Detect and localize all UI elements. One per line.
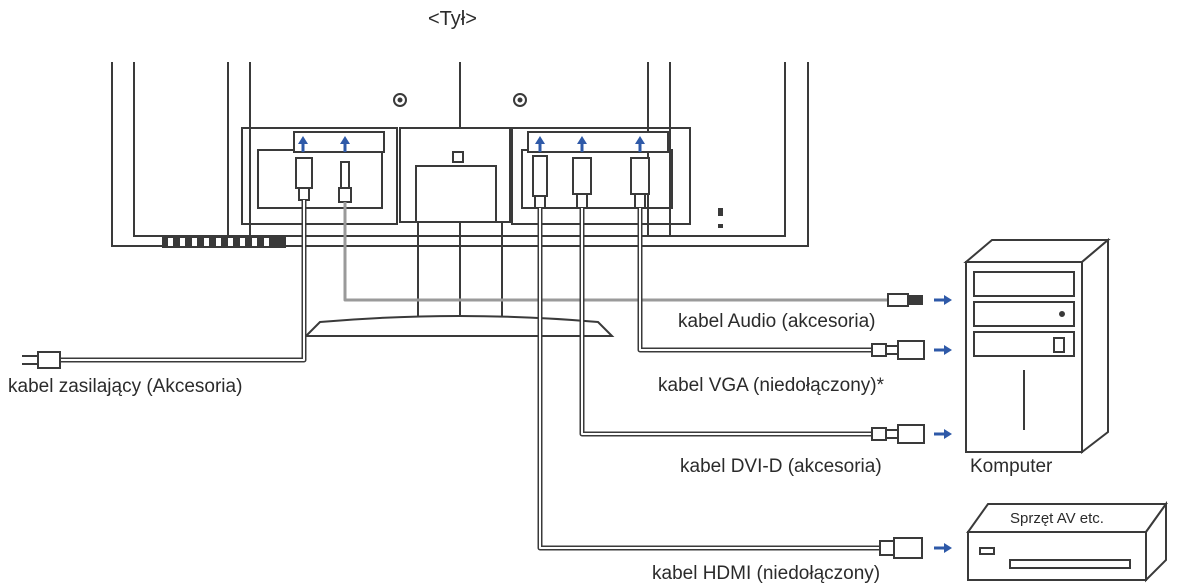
vga-cable-label: kabel VGA (niedołączony)* [658,375,885,396]
diagram-title: <Tył> [428,8,477,30]
av-device-label: Sprzęt AV etc. [1010,510,1104,527]
screw-left [393,93,407,107]
hdmi-cable-label: kabel HDMI (niedołączony) [652,563,881,584]
dvi-cable-plug [871,424,925,444]
dvi-plug [572,157,592,209]
stand [303,127,615,337]
connector-panel-right [511,127,691,225]
audio-cable-plug [887,293,923,307]
power-plug [295,157,313,201]
audio-cable [343,202,888,302]
audio-arrow [932,293,954,307]
monitor-back [111,62,809,247]
av-device-icon [966,500,1168,583]
vga-plug [630,157,650,209]
audio-plug [338,161,352,203]
dvi-arrow [932,427,954,441]
audio-cable-label: kabel Audio (akcesoria) [678,311,876,332]
vga-arrow [932,343,954,357]
vent-grille [162,236,286,248]
connector-panel-left [241,127,398,225]
kensington-lock-icon [718,208,723,228]
screw-right [513,93,527,107]
power-cable-label: kabel zasilający (Akcesoria) [8,376,243,397]
hdmi-plug [532,155,548,209]
computer-label: Komputer [970,456,1053,477]
power-cable-plug [22,351,61,369]
computer-icon [963,237,1111,455]
hdmi-cable-plug [879,537,923,559]
vga-cable-plug [871,340,925,360]
dvi-cable-label: kabel DVI-D (akcesoria) [680,456,882,477]
hdmi-arrow [932,541,954,555]
